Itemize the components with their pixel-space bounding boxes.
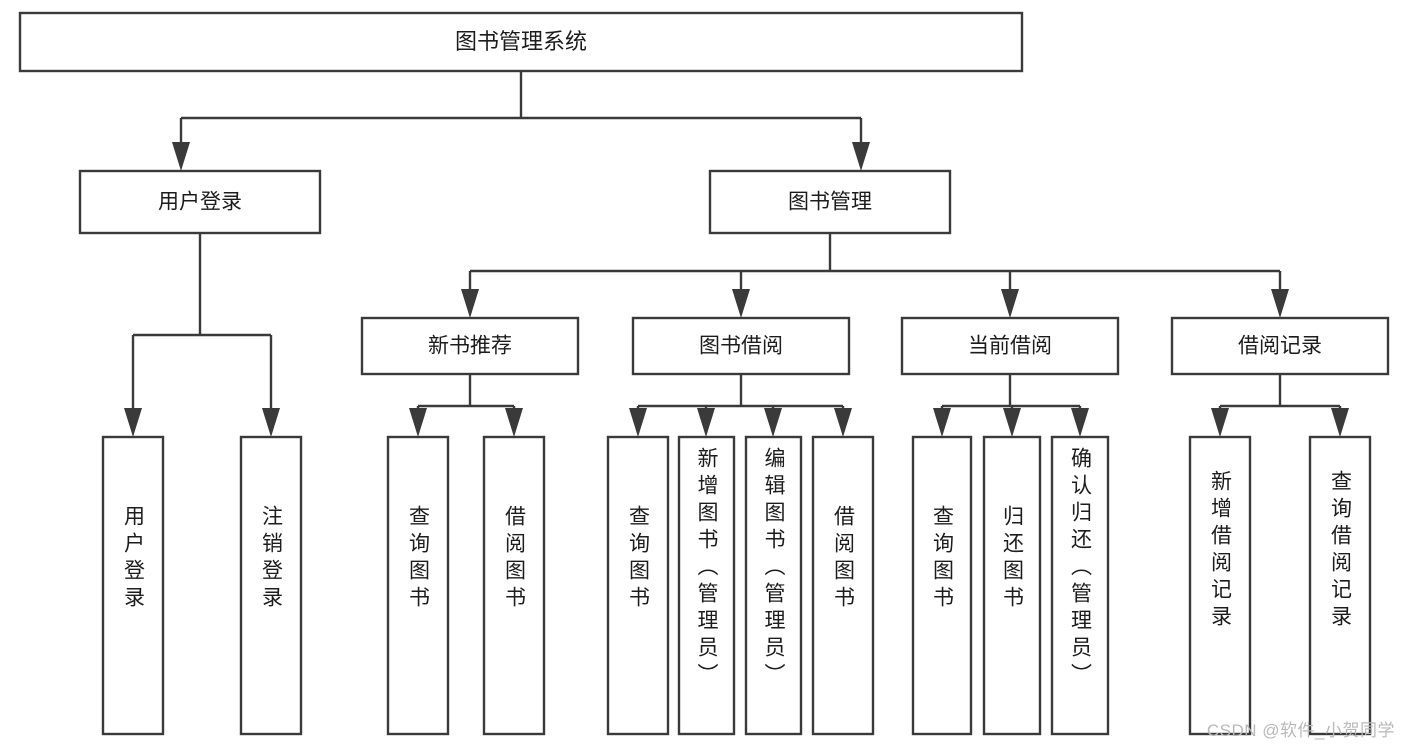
node-user-login-box[interactable] bbox=[78, 169, 322, 235]
leaf-box-query-book-current[interactable] bbox=[911, 435, 973, 736]
leaf-box-query-book-borrow[interactable] bbox=[606, 435, 670, 736]
arrow-borrow-leaf3 bbox=[764, 408, 782, 437]
arrow-borrow-leaf1 bbox=[629, 408, 647, 437]
leaf-box-user-login[interactable] bbox=[101, 435, 165, 736]
node-borrow-records-label: 借阅记录 bbox=[1238, 335, 1322, 358]
arrow-current-leaf3 bbox=[1071, 408, 1089, 437]
arrow-current-leaf1 bbox=[933, 408, 951, 437]
arrow-to-newbook bbox=[461, 289, 479, 318]
arrow-records-leaf1 bbox=[1211, 408, 1229, 437]
leaf-box-borrow-book[interactable] bbox=[811, 435, 875, 736]
csdn-watermark: CSDN @软件_小贺同学 bbox=[1206, 721, 1395, 740]
node-book-management[interactable]: 图书管理 bbox=[708, 169, 952, 235]
node-user-login[interactable]: 用户登录 bbox=[78, 169, 322, 235]
node-new-book-recommend-box[interactable] bbox=[360, 316, 580, 376]
leaf-box-return-book[interactable] bbox=[982, 435, 1042, 736]
node-root-label: 图书管理系统 bbox=[455, 29, 587, 54]
node-root-box[interactable] bbox=[18, 11, 1024, 73]
node-user-login-label: 用户登录 bbox=[158, 191, 242, 214]
node-borrow-records-box[interactable] bbox=[1170, 316, 1390, 376]
arrow-borrow-leaf2 bbox=[697, 408, 715, 437]
arrow-records-leaf2 bbox=[1331, 408, 1349, 437]
leaf-box-add-borrow-record[interactable] bbox=[1188, 435, 1252, 736]
arrow-to-book-mgmt bbox=[852, 142, 870, 171]
leaf-box-borrow-book-newbook[interactable] bbox=[482, 435, 546, 736]
arrow-current-leaf2 bbox=[1003, 408, 1021, 437]
node-current-borrow[interactable]: 当前借阅 bbox=[900, 316, 1120, 376]
node-book-management-box[interactable] bbox=[708, 169, 952, 235]
leaf-box-layer bbox=[101, 435, 1372, 736]
node-book-borrow-box[interactable] bbox=[631, 316, 851, 376]
arrow-to-current bbox=[1001, 289, 1019, 318]
arrow-to-records bbox=[1271, 289, 1289, 318]
arrow-userlogin-leaf1 bbox=[124, 408, 142, 437]
node-book-borrow-label: 图书借阅 bbox=[699, 335, 783, 358]
leaf-box-query-borrow-record[interactable] bbox=[1308, 435, 1372, 736]
leaf-box-edit-book-admin[interactable] bbox=[744, 435, 803, 736]
leaf-box-query-book-newbook[interactable] bbox=[386, 435, 450, 736]
arrow-to-user-login bbox=[172, 142, 190, 171]
leaf-box-logout[interactable] bbox=[239, 435, 303, 736]
arrow-newbook-leaf1 bbox=[409, 408, 427, 437]
node-current-borrow-label: 当前借阅 bbox=[968, 335, 1052, 358]
connector-layer bbox=[124, 71, 1349, 437]
node-borrow-records[interactable]: 借阅记录 bbox=[1170, 316, 1390, 376]
node-root[interactable]: 图书管理系统 bbox=[18, 11, 1024, 73]
arrow-userlogin-leaf2 bbox=[262, 408, 280, 437]
leaf-box-add-book-admin[interactable] bbox=[677, 435, 736, 736]
node-current-borrow-box[interactable] bbox=[900, 316, 1120, 376]
arrow-to-borrow bbox=[732, 289, 750, 318]
node-new-book-recommend-label: 新书推荐 bbox=[428, 335, 512, 358]
node-book-management-label: 图书管理 bbox=[788, 191, 872, 214]
node-book-borrow[interactable]: 图书借阅 bbox=[631, 316, 851, 376]
arrow-newbook-leaf2 bbox=[505, 408, 523, 437]
node-new-book-recommend[interactable]: 新书推荐 bbox=[360, 316, 580, 376]
leaf-box-confirm-return-admin[interactable] bbox=[1050, 435, 1110, 736]
arrow-borrow-leaf4 bbox=[834, 408, 852, 437]
